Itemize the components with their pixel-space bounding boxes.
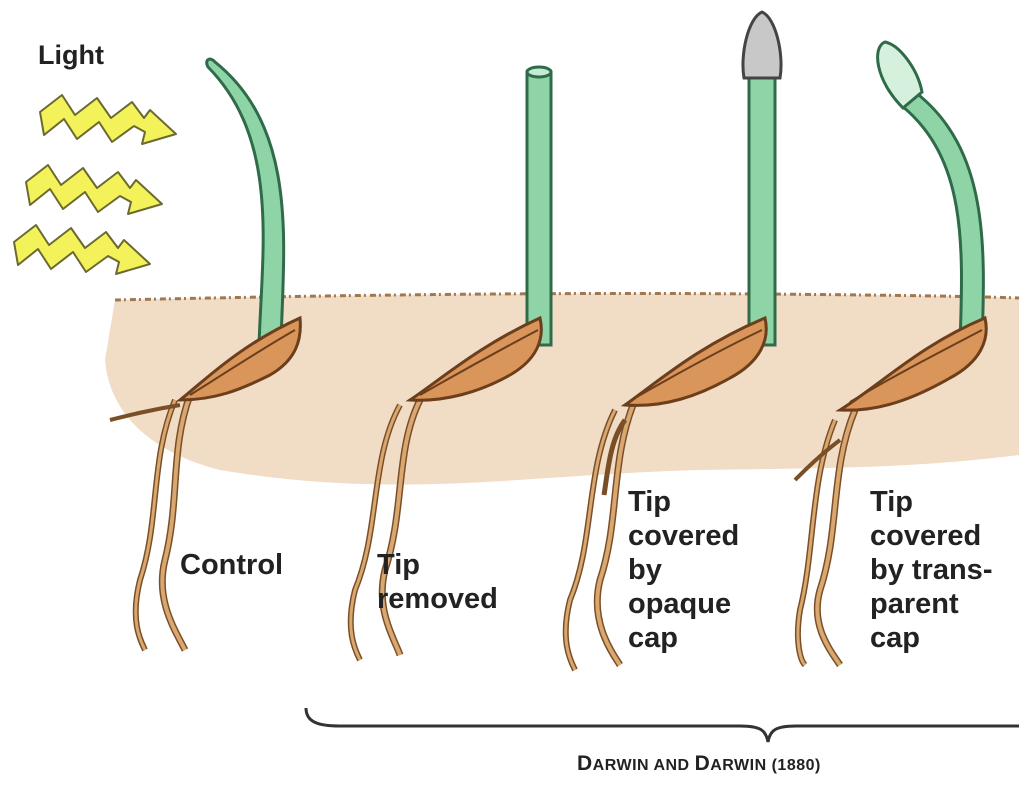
transparent-cap xyxy=(878,42,922,108)
light-arrow-icon xyxy=(26,165,162,214)
shoot xyxy=(749,72,775,345)
light-arrow-icon xyxy=(14,225,150,274)
credit-initial: D xyxy=(695,752,711,775)
seedling-label-opaque-cap: Tip covered by opaque cap xyxy=(628,485,739,655)
seedling-label-tip-removed: Tip removed xyxy=(377,548,498,616)
credit-year: (1880) xyxy=(767,757,821,774)
opaque-cap xyxy=(743,12,781,78)
experiment-credit: DARWIN AND DARWIN (1880) xyxy=(577,752,821,776)
credit-word: ARWIN AND xyxy=(593,757,695,774)
light-arrow-icon xyxy=(40,95,176,144)
grouping-bracket xyxy=(306,708,1019,742)
cut-tip xyxy=(527,67,551,77)
seedling-label-control: Control xyxy=(180,548,283,582)
shoot xyxy=(527,72,551,345)
credit-word: ARWIN xyxy=(710,757,766,774)
credit-initial: D xyxy=(577,752,593,775)
light-arrows xyxy=(14,95,176,274)
light-label: Light xyxy=(38,38,104,72)
seedling-label-transparent-cap: Tip covered by trans- parent cap xyxy=(870,485,992,655)
